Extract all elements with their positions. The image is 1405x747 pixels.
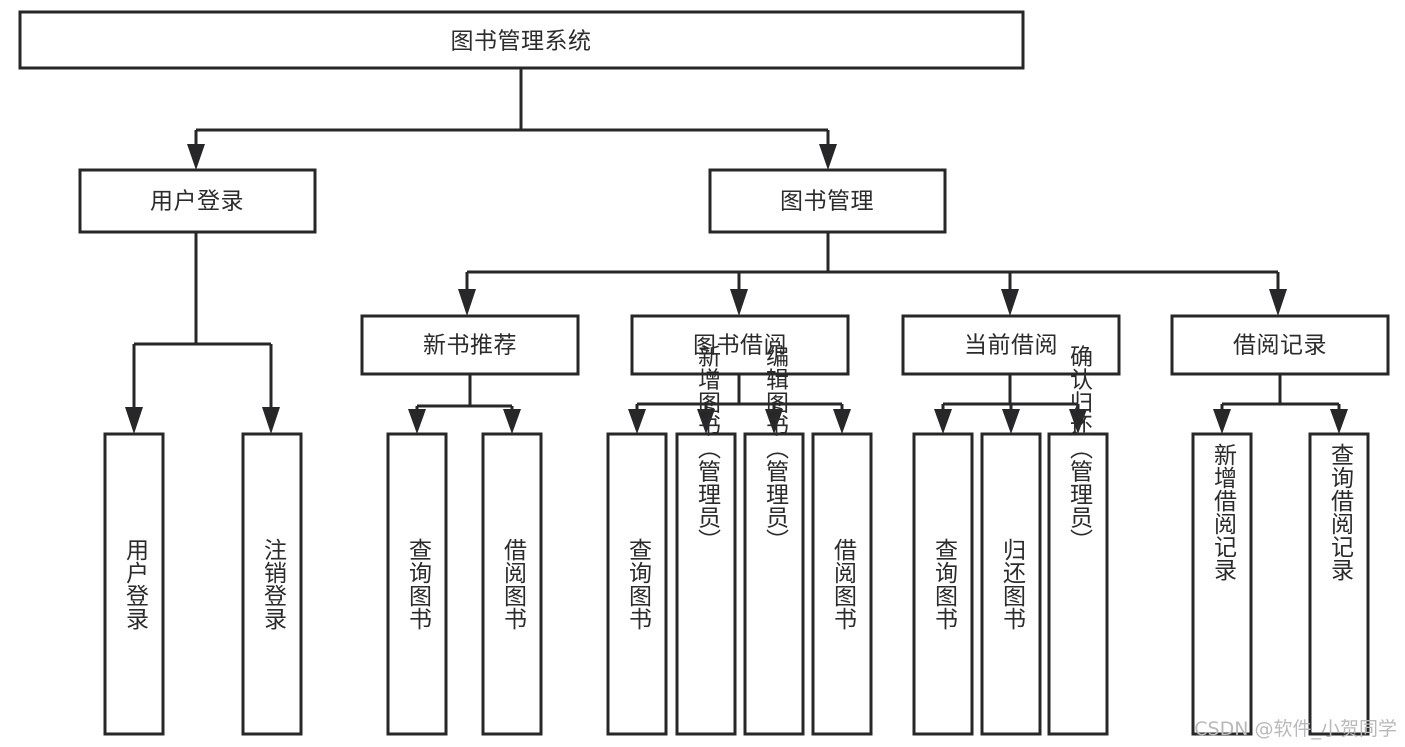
leaf-new-book-borrow-label: 借阅图书 [500, 538, 528, 630]
node-current-borrow[interactable]: 当前借阅 [901, 314, 1121, 376]
node-user-login-box[interactable] [78, 168, 317, 234]
connector-group-user-login [125, 232, 280, 434]
leaf-book-borrow-add-box[interactable] [675, 432, 737, 736]
arrow-head-borrowrecord-leaf2 [1330, 409, 1348, 434]
leaf-current-borrow-query-label: 查询图书 [931, 538, 959, 630]
leaf-borrow-record-query-box[interactable] [1308, 432, 1370, 736]
arrow-head-book-manage [819, 144, 837, 170]
arrow-head-bookborrow-leaf3 [765, 409, 783, 434]
node-book-manage-label: 图书管理 [780, 189, 874, 215]
leaf-current-borrow-confirm[interactable]: 确认归还（管理员） [1047, 345, 1109, 736]
connector-group-root [187, 68, 837, 170]
leaf-new-book-borrow-box[interactable] [481, 432, 543, 736]
node-new-book-recommend[interactable]: 新书推荐 [360, 314, 580, 376]
node-book-borrow-label: 图书借阅 [693, 333, 787, 359]
connector-group-new-book [408, 374, 521, 434]
leaf-current-borrow-query-box[interactable] [912, 432, 974, 736]
leaf-book-borrow-query-box[interactable] [606, 432, 668, 736]
node-book-borrow-box[interactable] [630, 314, 850, 376]
csdn-watermark: CSDN @软件_小贺同学 [1194, 718, 1397, 740]
leaf-current-borrow-return-label: 归还图书 [999, 538, 1027, 630]
arrow-head-currentborrow-leaf3 [1069, 409, 1087, 434]
node-new-book-recommend-label: 新书推荐 [423, 333, 517, 359]
node-root-box[interactable] [18, 10, 1025, 70]
connector-group-borrow-record [1213, 374, 1348, 434]
arrow-head-logout-leaf [262, 407, 280, 434]
arrow-head-newbook-leaf1 [408, 409, 426, 434]
leaf-user-login-login-box[interactable] [103, 432, 165, 736]
node-current-borrow-label: 当前借阅 [964, 333, 1058, 359]
leaf-new-book-query[interactable]: 查询图书 [386, 432, 448, 736]
arrow-head-bookborrow-leaf2 [697, 409, 715, 434]
leaf-book-borrow-edit-label: 编辑图书（管理员） [762, 345, 790, 552]
arrow-head-borrowrecord-leaf1 [1213, 409, 1231, 434]
node-user-login-label: 用户登录 [150, 189, 244, 215]
node-book-borrow[interactable]: 图书借阅 [630, 314, 850, 376]
node-book-manage[interactable]: 图书管理 [708, 168, 947, 234]
leaf-current-borrow-confirm-box[interactable] [1047, 432, 1109, 736]
arrow-head-new-book [458, 289, 476, 316]
leaf-book-borrow-borrow-label: 借阅图书 [830, 538, 858, 630]
arrow-head-newbook-leaf2 [503, 409, 521, 434]
leaf-current-borrow-confirm-label: 确认归还（管理员） [1066, 345, 1094, 552]
leaf-book-borrow-add[interactable]: 新增图书（管理员） [675, 345, 737, 736]
arrow-head-user-login [187, 144, 205, 170]
leaf-book-borrow-query-label: 查询图书 [625, 538, 653, 630]
leaf-borrow-record-add-box[interactable] [1191, 432, 1253, 736]
leaf-current-borrow-query[interactable]: 查询图书 [912, 432, 974, 736]
leaf-user-login-logout[interactable]: 注销登录 [241, 432, 303, 736]
leaf-new-book-query-label: 查询图书 [405, 538, 433, 630]
arrow-head-book-borrow [730, 289, 748, 316]
leaf-new-book-query-box[interactable] [386, 432, 448, 736]
leaf-user-login-logout-label: 注销登录 [260, 538, 288, 630]
node-root[interactable]: 图书管理系统 [18, 10, 1025, 70]
arrow-head-bookborrow-leaf1 [628, 409, 646, 434]
leaf-book-borrow-edit[interactable]: 编辑图书（管理员） [743, 345, 805, 736]
arrow-head-current-borrow [1001, 289, 1019, 316]
node-current-borrow-box[interactable] [901, 314, 1121, 376]
arrow-head-user-login-leaf [125, 407, 143, 434]
leaf-user-login-logout-box[interactable] [241, 432, 303, 736]
leaf-user-login-login-label: 用户登录 [122, 538, 150, 630]
node-user-login[interactable]: 用户登录 [78, 168, 317, 234]
leaf-book-borrow-borrow-box[interactable] [811, 432, 873, 736]
arrow-head-currentborrow-leaf2 [1002, 409, 1020, 434]
leaf-current-borrow-return[interactable]: 归还图书 [980, 432, 1042, 736]
node-borrow-record-box[interactable] [1170, 314, 1390, 376]
node-borrow-record-label: 借阅记录 [1233, 333, 1327, 359]
leaf-borrow-record-add-label: 新增借阅记录 [1210, 443, 1238, 581]
arrow-head-bookborrow-leaf4 [833, 409, 851, 434]
leaf-borrow-record-add[interactable]: 新增借阅记录 [1191, 432, 1253, 736]
leaf-book-borrow-query[interactable]: 查询图书 [606, 432, 668, 736]
connector-group-book-borrow [628, 374, 851, 434]
leaf-new-book-borrow[interactable]: 借阅图书 [481, 432, 543, 736]
leaf-current-borrow-return-box[interactable] [980, 432, 1042, 736]
node-root-label: 图书管理系统 [451, 29, 592, 55]
leaf-book-borrow-add-label: 新增图书（管理员） [694, 345, 722, 552]
leaf-borrow-record-query[interactable]: 查询借阅记录 [1308, 432, 1370, 736]
leaf-borrow-record-query-label: 查询借阅记录 [1327, 443, 1355, 581]
node-book-manage-box[interactable] [708, 168, 947, 234]
connector-group-current-borrow [934, 374, 1087, 434]
node-new-book-recommend-box[interactable] [360, 314, 580, 376]
node-borrow-record[interactable]: 借阅记录 [1170, 314, 1390, 376]
arrow-head-currentborrow-leaf1 [934, 409, 952, 434]
leaf-book-borrow-borrow[interactable]: 借阅图书 [811, 432, 873, 736]
leaf-book-borrow-edit-box[interactable] [743, 432, 805, 736]
leaf-user-login-login[interactable]: 用户登录 [103, 432, 165, 736]
arrow-head-borrow-record [1269, 289, 1287, 316]
connector-group-book-manage [458, 232, 1287, 316]
